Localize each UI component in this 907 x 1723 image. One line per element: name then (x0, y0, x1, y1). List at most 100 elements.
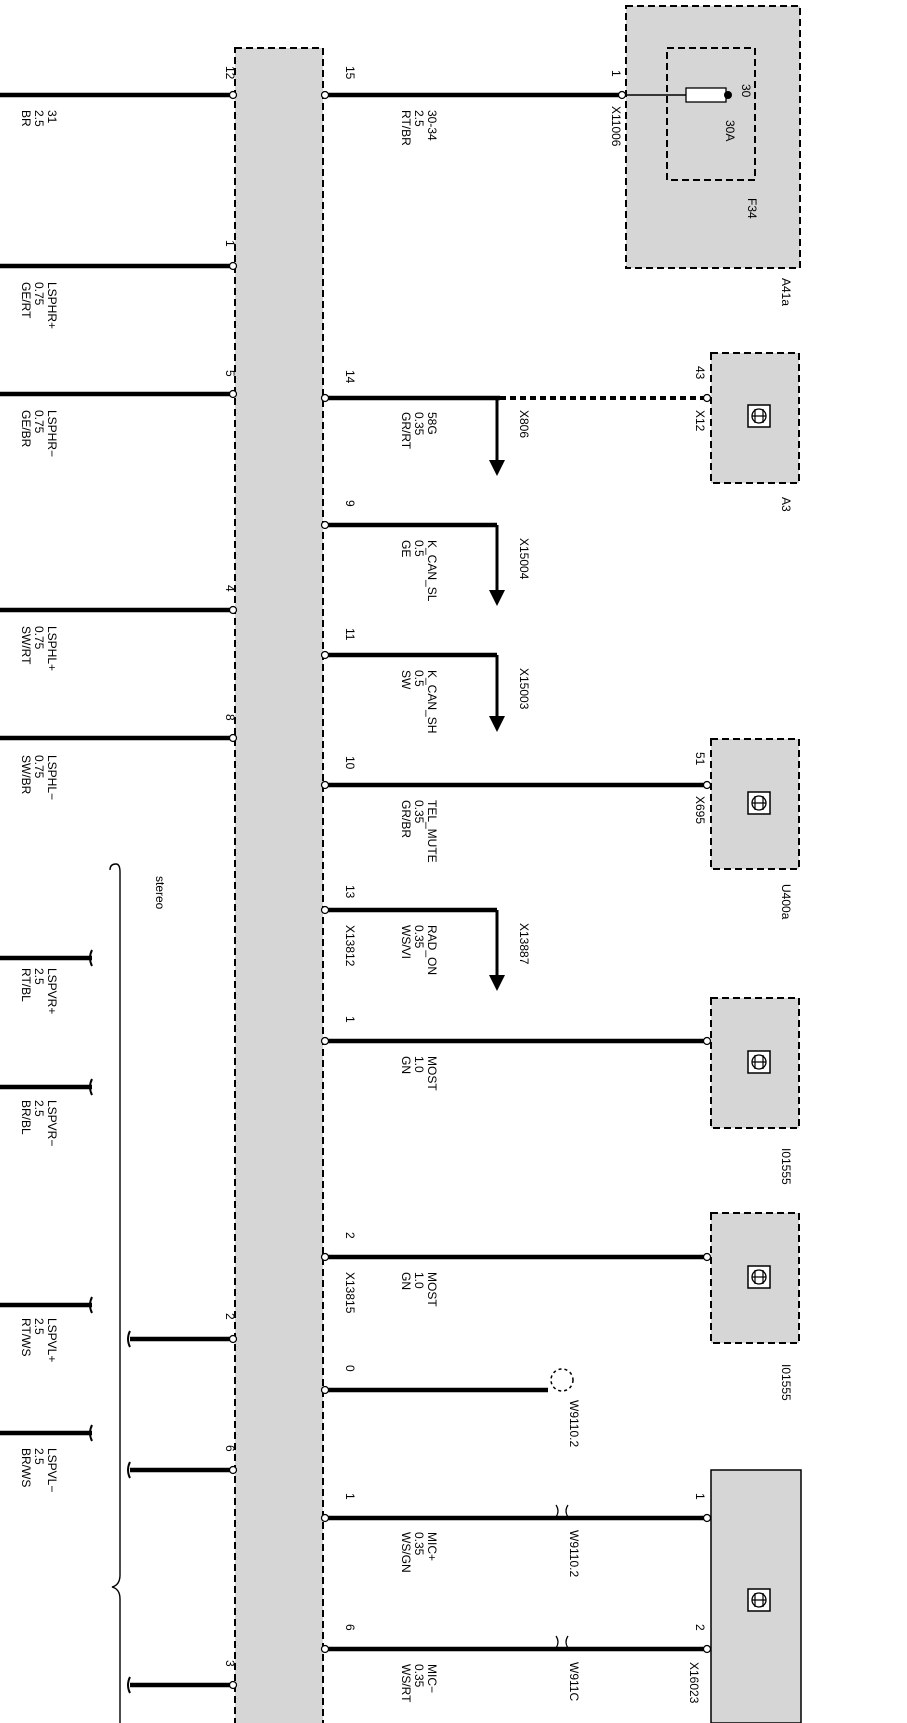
wire-color: GE/BR (19, 410, 33, 448)
pin-number: 0 (343, 1365, 357, 1372)
fuse-f34-label: F34 (745, 198, 759, 219)
splice-label: X15003 (517, 668, 531, 710)
shield-termination (550, 1368, 574, 1392)
wire-gauge: 0.35 (412, 412, 426, 436)
wire-gauge: 0.75 (32, 410, 46, 434)
wire-signal: TEL_MUTE (425, 800, 439, 863)
wire-color: GR/BR (399, 800, 413, 838)
shield-label: W9110.2 (567, 1530, 581, 1577)
fuse-icon (685, 87, 727, 103)
wire-color: RT/BR (399, 110, 413, 146)
pin-number: 5 (223, 370, 237, 377)
wire-signal: 58G (425, 412, 439, 435)
wire-color: SW/BR (19, 755, 33, 795)
pin (228, 90, 238, 100)
far-pin-number: 2 (693, 1624, 707, 1631)
connector-label: X11006 (609, 106, 623, 147)
pin (617, 90, 627, 100)
wire-color: GE/RT (19, 282, 33, 319)
wire-signal: MIC+ (425, 1532, 439, 1561)
connector-label: X13812 (343, 925, 357, 967)
pin (702, 1252, 712, 1262)
far-pin-number: 43 (693, 366, 707, 380)
wire-color: GR/RT (399, 412, 413, 450)
wire-signal: 31 (45, 110, 59, 124)
splice-arrowhead (489, 590, 505, 606)
wire-signal: MOST (425, 1056, 439, 1091)
mic-ground-icon (747, 1588, 771, 1612)
wire-color: SW/RT (19, 626, 33, 665)
splice-label: X13887 (517, 923, 531, 965)
pin (320, 650, 330, 660)
connector-label: X13815 (343, 1272, 357, 1314)
shield-marker (555, 1635, 569, 1649)
stereo-label: stereo (153, 876, 167, 910)
pin (228, 733, 238, 743)
wire-gauge: 0.75 (32, 282, 46, 306)
wire-color: GE (399, 540, 413, 557)
pin (320, 1036, 330, 1046)
wire-color: GN (399, 1056, 413, 1074)
wire-end-hook (89, 1078, 93, 1096)
shield-label: W9110.2 (567, 1400, 581, 1447)
component-u400a-name: U400a (779, 884, 793, 920)
fuse-f34-housing (666, 47, 756, 181)
component-i01555-a-name: I01555 (779, 1148, 793, 1185)
main-connector-block (234, 47, 324, 1723)
fuse-terminal-label: 30 (739, 84, 753, 98)
wire-signal: LSPVL+ (45, 1318, 59, 1362)
wire-gauge: 0.35 (412, 1664, 426, 1688)
wire-color: WS/VI (399, 925, 413, 959)
pin (320, 1252, 330, 1262)
pin (702, 393, 712, 403)
pin-number: 9 (343, 500, 357, 507)
wire-signal: K_CAN_SH (425, 670, 439, 733)
shield-marker (555, 1504, 569, 1518)
pin (228, 1680, 238, 1690)
wire-signal: MIC− (425, 1664, 439, 1693)
wire-end-hook (127, 1330, 131, 1348)
wire-gauge: 0.5 (412, 540, 426, 557)
wire-gauge: 2.5 (32, 1318, 46, 1335)
pin-number: 10 (343, 756, 357, 770)
pin (702, 1036, 712, 1046)
pin (320, 1385, 330, 1395)
pin-number: 1 (343, 1016, 357, 1023)
wire-color: WS/GN (399, 1532, 413, 1573)
pin (320, 90, 330, 100)
component-i01555-b-name: I01555 (779, 1364, 793, 1401)
pin-number: 4 (223, 585, 237, 592)
wire-gauge: 2.5 (32, 110, 46, 127)
pin (702, 780, 712, 790)
pin-number: 11 (343, 628, 357, 641)
wire-gauge: 0.35 (412, 800, 426, 824)
pin (320, 1644, 330, 1654)
pin-number: 3 (223, 1660, 237, 1667)
wire-signal: RAD_ON (425, 925, 439, 975)
wire-color: BR/BL (19, 1100, 33, 1135)
wire-signal: LSPHR− (45, 410, 59, 457)
shield-label: W911C (567, 1662, 581, 1701)
pin-number: 2 (223, 1313, 237, 1320)
wire-signal: LSPHR+ (45, 282, 59, 329)
wire-signal: K_CAN_SL (425, 540, 439, 602)
wire-color: WS/RT (399, 1664, 413, 1703)
i01555-a-ground-icon (747, 1050, 771, 1074)
pin (228, 605, 238, 615)
wire-color: BR (19, 110, 33, 127)
component-a3-box (710, 352, 800, 484)
pin (320, 780, 330, 790)
pin-number: 1 (343, 1493, 357, 1500)
pin-number: 14 (343, 370, 357, 384)
connector-label: X12 (693, 410, 707, 432)
wire-gauge: 0.75 (32, 755, 46, 779)
wire-gauge: 0.35 (412, 925, 426, 949)
far-pin-number: 51 (693, 752, 707, 766)
u400a-ground-icon (747, 791, 771, 815)
pin (228, 261, 238, 271)
wire-gauge: 1.0 (412, 1272, 426, 1289)
pin (320, 1513, 330, 1523)
wire-gauge: 2.5 (32, 968, 46, 985)
pin (702, 1644, 712, 1654)
